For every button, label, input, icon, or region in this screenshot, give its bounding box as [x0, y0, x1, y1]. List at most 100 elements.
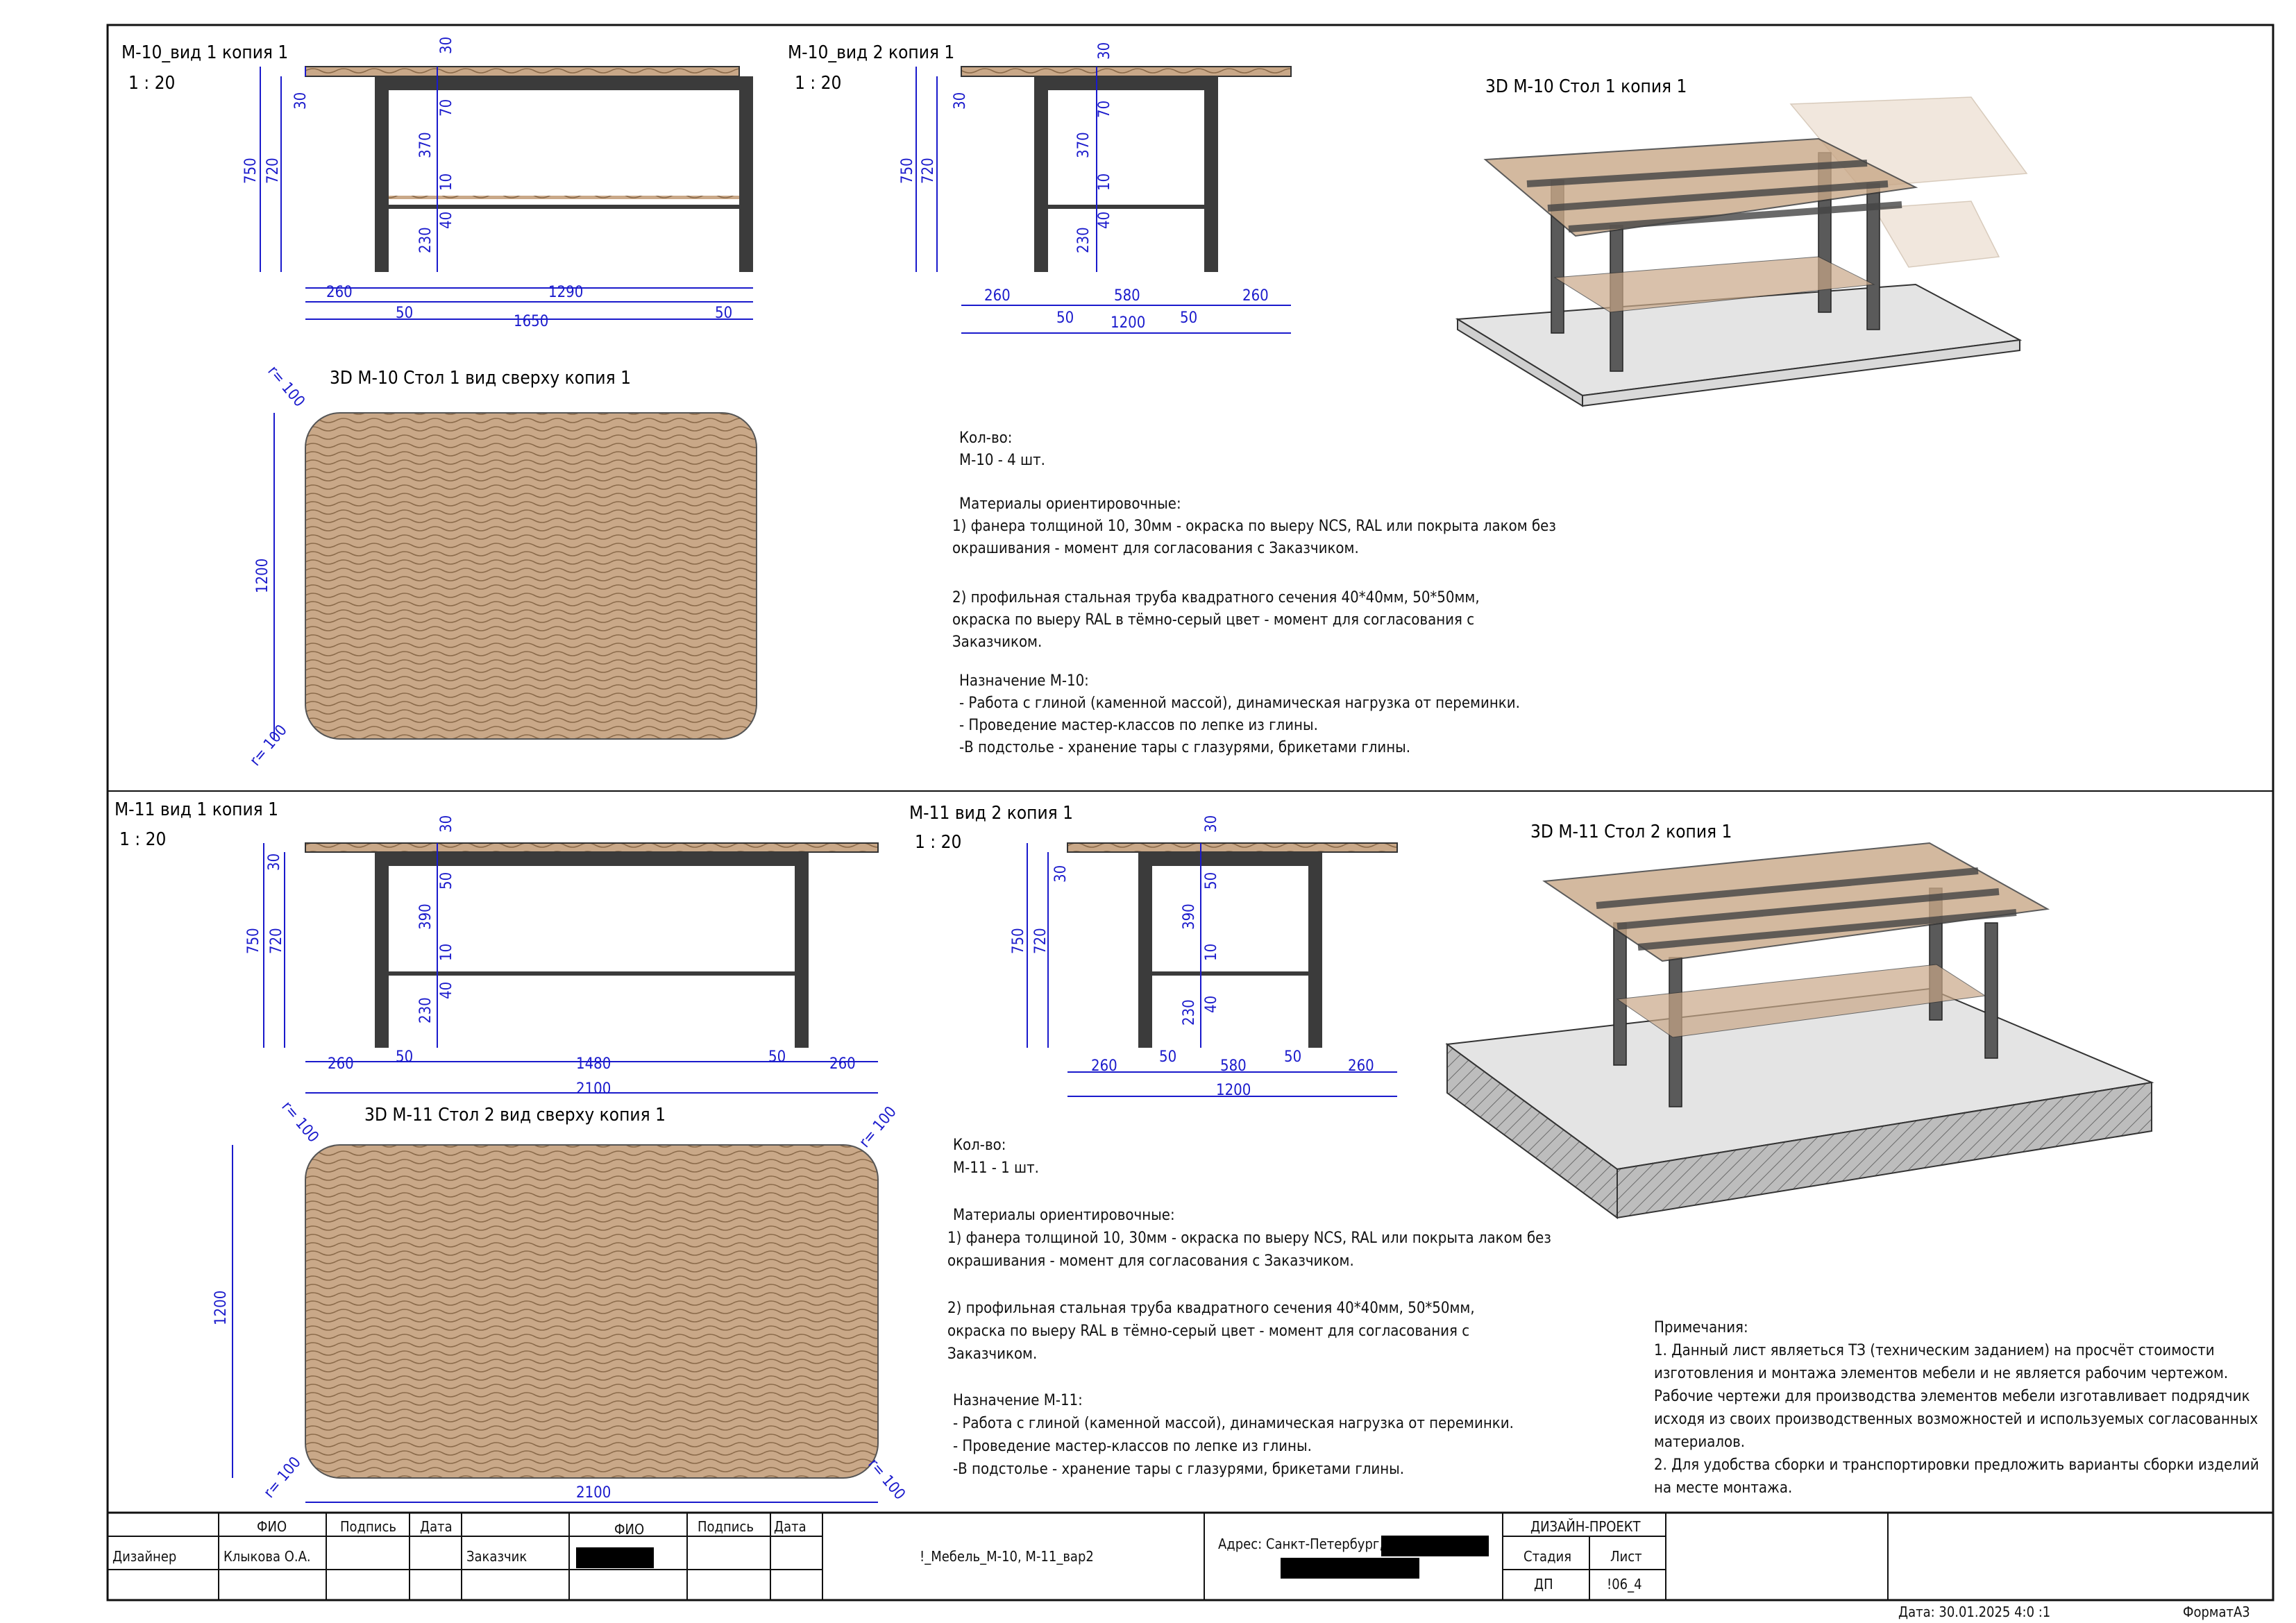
header-sign-2: Подпись — [698, 1518, 754, 1535]
dim-260b: 260 — [829, 1055, 856, 1073]
note-line: - Работа с глиной (каменной массой), дин… — [953, 1415, 1514, 1432]
dim-720: 720 — [1032, 928, 1049, 954]
dimension-lines — [915, 67, 1291, 334]
dim-10: 10 — [1203, 944, 1220, 961]
dim-750: 750 — [242, 158, 260, 184]
dim-30: 30 — [1203, 815, 1220, 833]
note-line: окраска по выеру RAL в тёмно-серый цвет … — [947, 1323, 1469, 1340]
dim-40: 40 — [438, 212, 455, 229]
view-title: М-10_вид 1 копия 1 — [121, 42, 288, 63]
redacted-client-name — [576, 1547, 654, 1568]
remark-line: материалов. — [1654, 1434, 1745, 1451]
note-line: Материалы ориентировочные: — [953, 1207, 1175, 1224]
remark-line: 1. Данный лист являеться ТЗ (техническим… — [1654, 1342, 2215, 1359]
role-designer: Дизайнер — [112, 1548, 176, 1565]
note-line: окраска по выеру RAL в тёмно-серый цвет … — [952, 611, 1474, 629]
m11-notes: Кол-во: М-11 - 1 шт. Материалы ориентиро… — [947, 1137, 1551, 1478]
dim-230: 230 — [1075, 227, 1092, 253]
redacted-address-2 — [1281, 1558, 1419, 1579]
m11-view1: М-11 вид 1 копия 1 1 : 20 30 50 390 10 4… — [115, 799, 879, 1098]
dim-30b: 30 — [292, 92, 310, 110]
note-line: 2) профильная стальная труба квадратного… — [947, 1300, 1475, 1317]
dim-30b: 30 — [1052, 865, 1070, 883]
note-line: -В подстолье - хранение тары с глазурями… — [959, 739, 1410, 756]
header-fio-2: ФИО — [614, 1521, 644, 1538]
frame — [1034, 76, 1218, 272]
view-title: 3D М-10 Стол 1 вид сверху копия 1 — [330, 368, 631, 389]
note-line: Кол-во: — [959, 430, 1012, 447]
dim-50a: 50 — [396, 1048, 413, 1066]
view-title: 3D М-11 Стол 2 копия 1 — [1530, 822, 1732, 842]
stage-value: ДП — [1534, 1576, 1553, 1592]
dim-30: 30 — [438, 37, 455, 54]
remark-line: исходя из своих производственных возможн… — [1654, 1411, 2258, 1428]
header-sign: Подпись — [340, 1518, 396, 1535]
dim-30: 30 — [438, 815, 455, 833]
m10-iso-view: 3D М-10 Стол 1 копия 1 — [1455, 76, 2028, 407]
header-fio: ФИО — [257, 1518, 287, 1535]
dim-750: 750 — [245, 928, 262, 954]
dim-2100: 2100 — [576, 1484, 611, 1502]
dim-10: 10 — [438, 173, 455, 191]
m10-top-view: 3D М-10 Стол 1 вид сверху копия 1 1200 r… — [246, 363, 757, 770]
tabletop — [305, 842, 879, 853]
remark-line: 2. Для удобства сборки и транспортировки… — [1654, 1456, 2259, 1474]
note-line: - Работа с глиной (каменной массой), дин… — [959, 695, 1520, 712]
dim-50b: 50 — [1284, 1048, 1301, 1066]
note-line: Заказчиком. — [947, 1345, 1037, 1363]
dim-260a: 260 — [1091, 1057, 1117, 1075]
note-line: Заказчиком. — [952, 634, 1042, 651]
designer-name: Клыкова О.А. — [223, 1548, 311, 1565]
paper-format: ФорматА3 — [2183, 1604, 2250, 1620]
dim-260b: 260 — [1242, 287, 1269, 305]
remark-line: изготовления и монтажа элементов мебели … — [1654, 1365, 2228, 1382]
tabletop — [1483, 137, 1918, 237]
dim-720: 720 — [264, 158, 282, 184]
dim-50a: 50 — [396, 305, 413, 322]
note-line: 2) профильная стальная труба квадратного… — [952, 589, 1480, 606]
dim-40: 40 — [438, 982, 455, 999]
slab-hatch-front — [1617, 1081, 2152, 1219]
tabletop-plan — [305, 412, 757, 740]
dim-580: 580 — [1220, 1057, 1247, 1075]
dim-10: 10 — [438, 944, 455, 961]
dim-390: 390 — [417, 903, 434, 930]
dimension-lines — [260, 67, 753, 320]
remark-line: Рабочие чертежи для производства элемент… — [1654, 1388, 2250, 1405]
frame — [375, 76, 753, 272]
role-client: Заказчик — [466, 1548, 527, 1565]
note-line: М-10 - 4 шт. — [959, 452, 1045, 469]
dim-50a: 50 — [1056, 309, 1074, 327]
remark-line: Примечания: — [1654, 1319, 1748, 1336]
dim-70: 70 — [438, 99, 455, 117]
dim-260b: 260 — [1348, 1057, 1374, 1075]
note-line: М-11 - 1 шт. — [953, 1159, 1039, 1177]
tabletop — [1067, 842, 1398, 853]
dim-720: 720 — [268, 928, 285, 954]
sheet-name: !_Мебель_М-10, М-11_вар2 — [920, 1548, 1094, 1565]
print-date: Дата: 30.01.2025 4:0 :1 — [1898, 1604, 2050, 1620]
dim-30b: 30 — [952, 92, 969, 110]
sheet-value: !06_4 — [1607, 1576, 1642, 1592]
remark-line: на месте монтажа. — [1654, 1479, 1792, 1497]
dim-30b: 30 — [266, 853, 283, 871]
dim-50b: 50 — [768, 1048, 786, 1066]
dim-1200: 1200 — [212, 1291, 230, 1325]
address: Адрес: Санкт-Петербург, — [1218, 1536, 1383, 1552]
tabletop — [305, 66, 740, 77]
dim-370: 370 — [417, 132, 434, 158]
dim-390: 390 — [1181, 903, 1198, 930]
dim-1480: 1480 — [576, 1055, 611, 1073]
remarks: Примечания: 1. Данный лист являеться ТЗ … — [1654, 1319, 2259, 1497]
sheet-frame — [106, 24, 2274, 1601]
note-line: - Проведение мастер-классов по лепке из … — [953, 1438, 1312, 1455]
dim-40: 40 — [1096, 212, 1113, 229]
redacted-address — [1381, 1536, 1489, 1556]
view-scale: 1 : 20 — [915, 832, 961, 853]
view-title: М-11 вид 1 копия 1 — [115, 799, 278, 820]
m11-view2: М-11 вид 2 копия 1 1 : 20 30 50 390 10 4… — [909, 803, 1398, 1099]
header-date-2: Дата — [774, 1518, 807, 1535]
note-line: 1) фанера толщиной 10, 30мм - окраска по… — [947, 1230, 1551, 1247]
note-line: окрашивания - момент для согласования с … — [947, 1252, 1354, 1270]
dim-70: 70 — [1096, 101, 1113, 118]
